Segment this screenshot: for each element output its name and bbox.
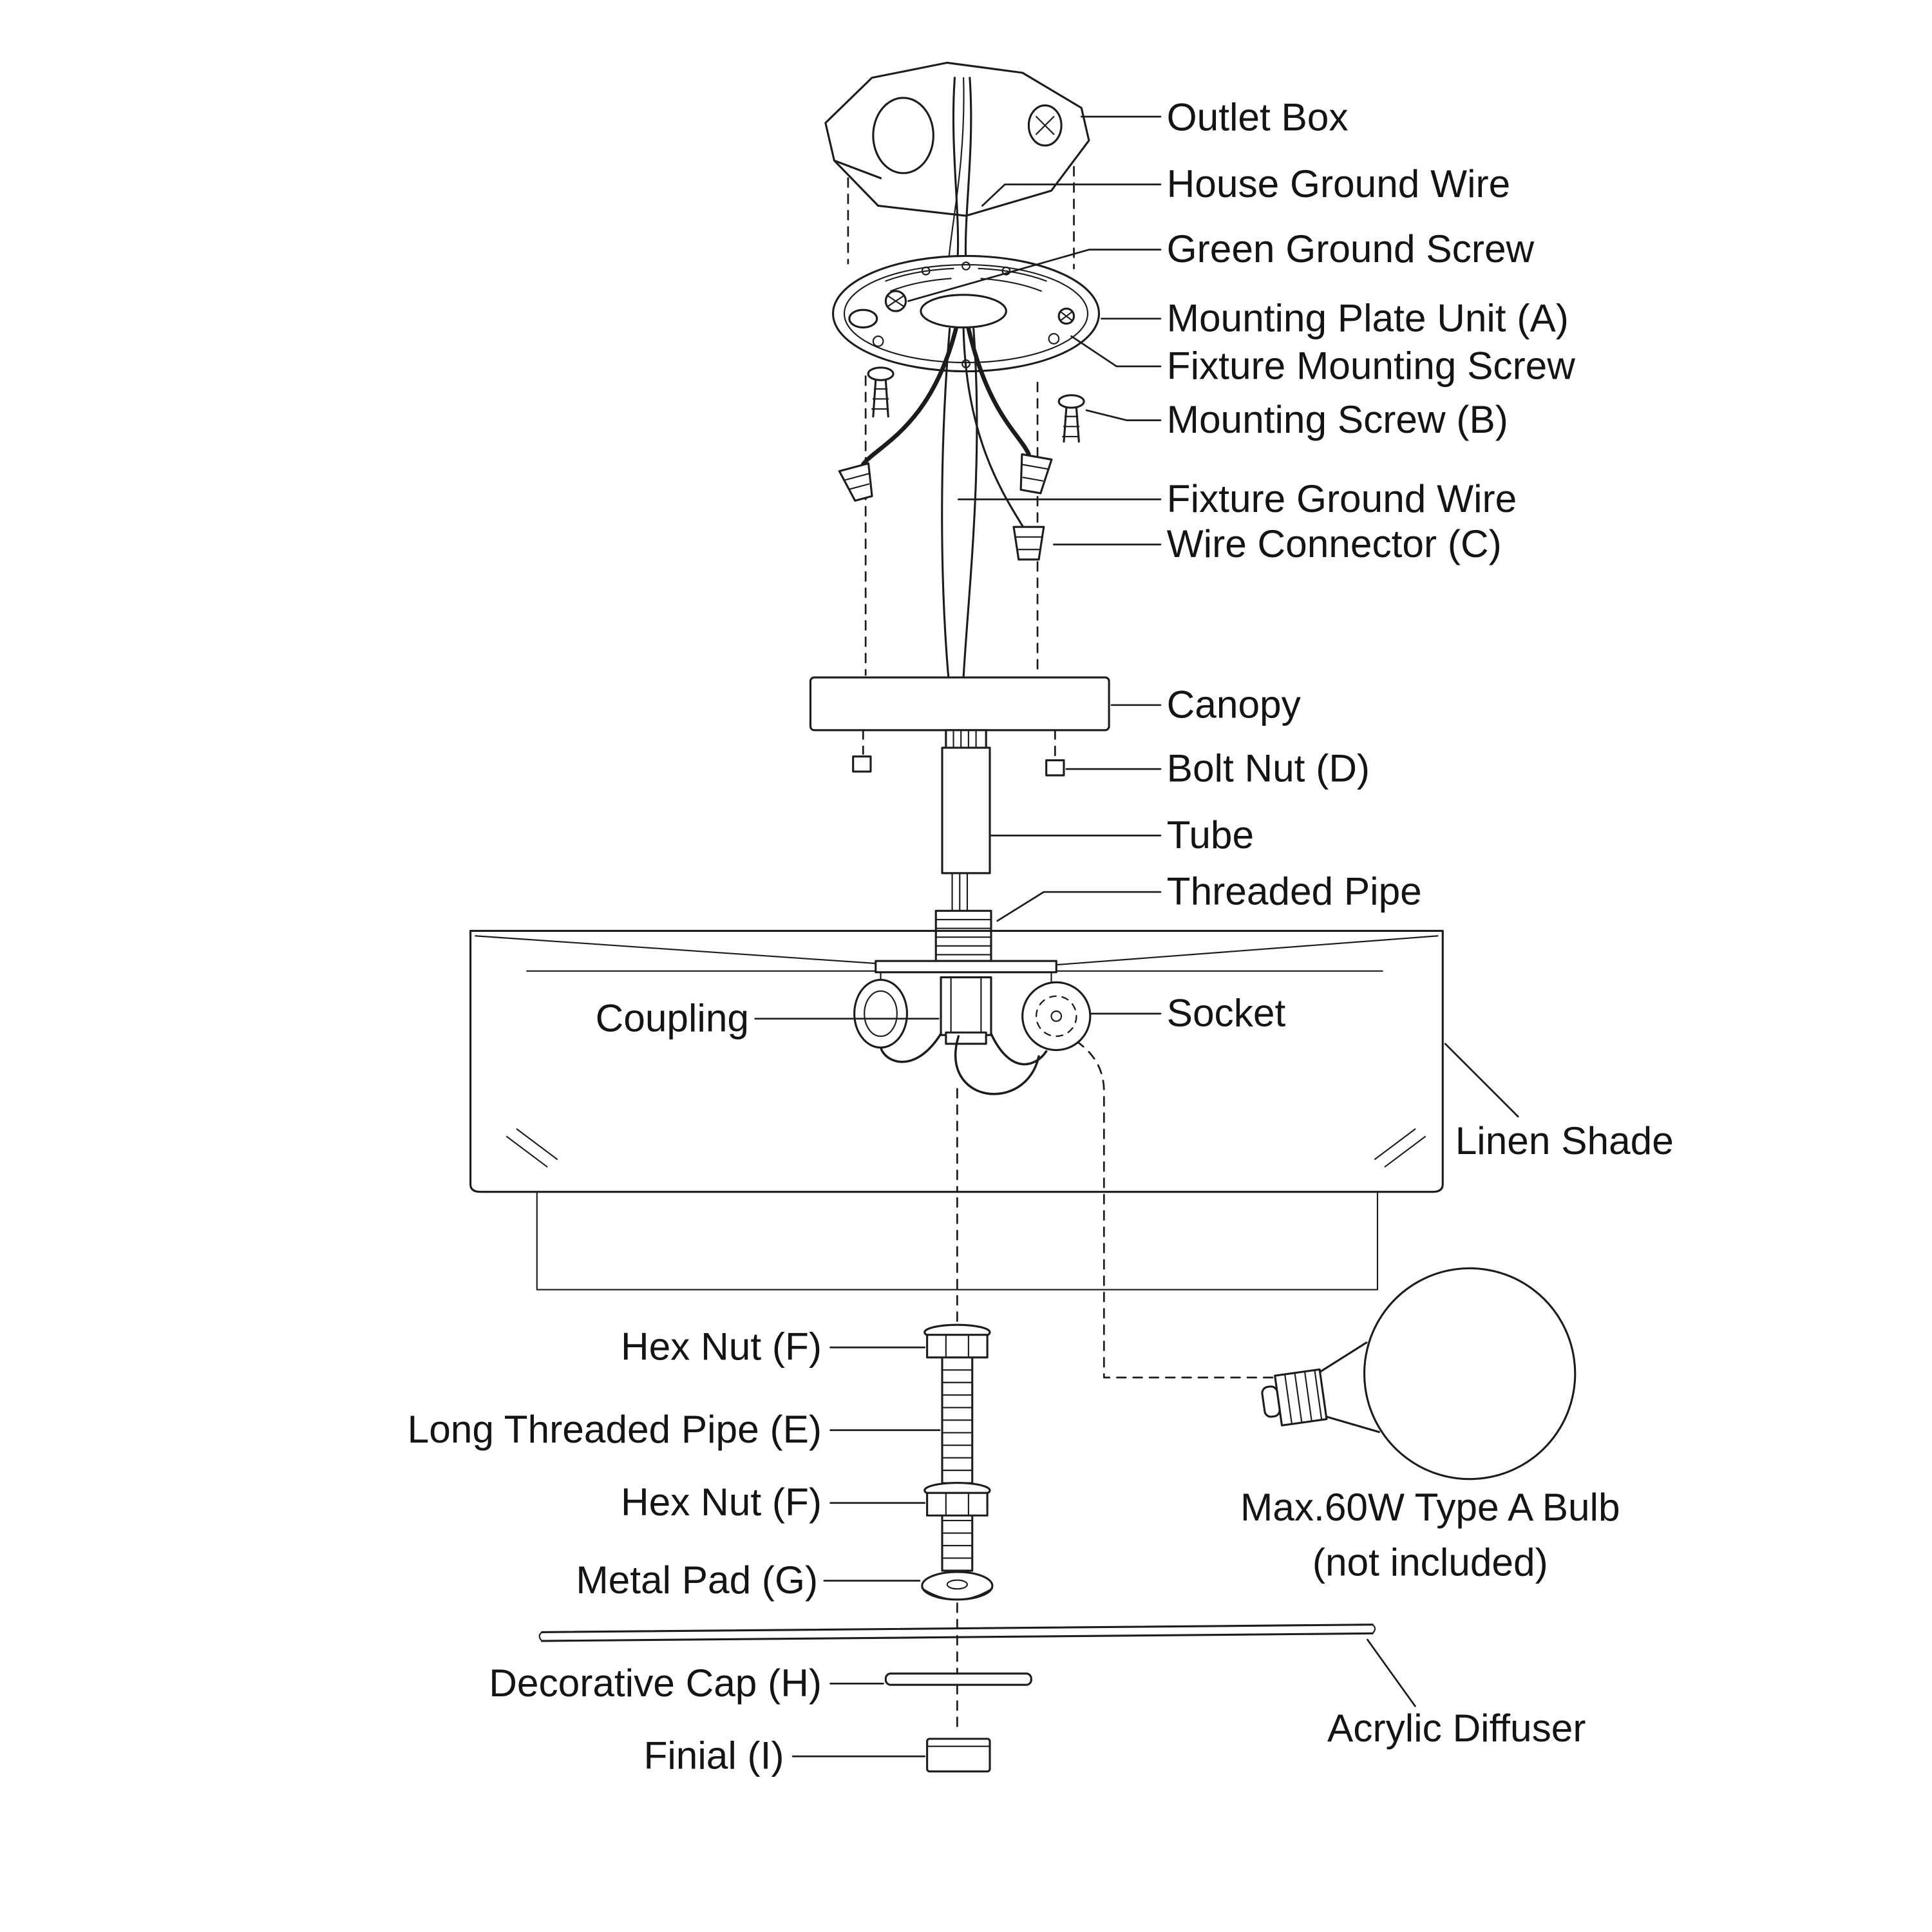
label-bolt-nut: Bolt Nut (D)	[1167, 746, 1370, 790]
label-fixture-ground-wire: Fixture Ground Wire	[1167, 477, 1517, 520]
leader-lines	[754, 115, 1519, 1757]
label-finial: Finial (I)	[643, 1734, 784, 1777]
label-wire-connector: Wire Connector (C)	[1167, 522, 1502, 565]
linen-shade-drawing	[469, 929, 1444, 1291]
bulb-drawing	[1261, 1267, 1577, 1481]
label-hex-nut-top: Hex Nut (F)	[621, 1325, 822, 1368]
fixture-wires-drawing	[860, 327, 1031, 679]
label-mounting-plate: Mounting Plate Unit (A)	[1167, 296, 1569, 339]
label-mounting-screw: Mounting Screw (B)	[1167, 397, 1508, 441]
label-canopy: Canopy	[1167, 682, 1302, 726]
label-fixture-mounting-screw: Fixture Mounting Screw	[1167, 343, 1576, 387]
canopy-drawing	[809, 676, 1110, 962]
stem-assembly-drawing	[921, 1323, 994, 1601]
alignment-guides	[847, 149, 1306, 1735]
label-metal-pad: Metal Pad (G)	[576, 1558, 818, 1602]
label-long-threaded-pipe: Long Threaded Pipe (E)	[408, 1407, 822, 1451]
mounting-plate-drawing	[831, 254, 1101, 373]
label-linen-shade: Linen Shade	[1455, 1119, 1674, 1162]
label-bulb-line2: (not included)	[1312, 1540, 1548, 1584]
cap-finial-drawing	[884, 1672, 1032, 1773]
label-house-ground-wire: House Ground Wire	[1167, 162, 1511, 205]
labels: Outlet Box House Ground Wire Green Groun…	[408, 95, 1674, 1777]
label-decorative-cap: Decorative Cap (H)	[489, 1661, 822, 1705]
label-threaded-pipe: Threaded Pipe	[1167, 869, 1422, 913]
label-outlet-box: Outlet Box	[1167, 95, 1349, 139]
label-socket: Socket	[1167, 991, 1286, 1035]
acrylic-diffuser-drawing	[538, 1624, 1376, 1642]
wire-connectors-drawing	[838, 453, 1053, 561]
label-bulb-line1: Max.60W Type A Bulb	[1240, 1485, 1620, 1529]
label-green-ground-screw: Green Ground Screw	[1167, 227, 1535, 270]
label-tube: Tube	[1167, 813, 1254, 857]
outlet-box-drawing	[824, 61, 1090, 217]
house-wires-drawing	[947, 77, 972, 267]
label-coupling: Coupling	[596, 996, 749, 1039]
label-acrylic-diffuser: Acrylic Diffuser	[1327, 1706, 1586, 1750]
socket-cluster-drawing	[853, 960, 1092, 1095]
label-hex-nut-bottom: Hex Nut (F)	[621, 1480, 822, 1524]
mounting-screws-drawing	[867, 366, 1085, 443]
